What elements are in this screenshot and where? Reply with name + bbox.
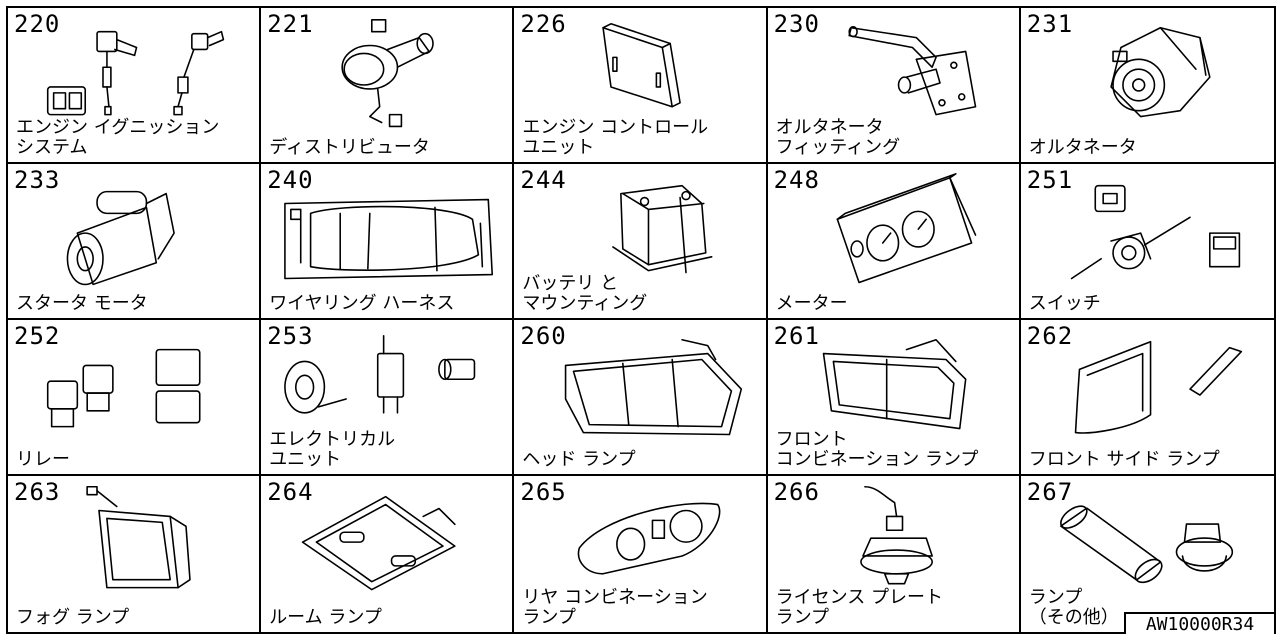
- part-label: エレクトリカルユニット: [269, 429, 396, 470]
- part-cell-267[interactable]: 267 ランプ（その他）: [1021, 476, 1274, 632]
- starter-motor-icon: [66, 190, 175, 286]
- part-cell-264[interactable]: 264 ルーム ランプ: [261, 476, 515, 632]
- parts-index-grid: 220 エンジン イグニッションシステム 221 ディストリビュータ 226 エ…: [6, 6, 1276, 634]
- part-label: オルタネータ: [1028, 137, 1137, 158]
- part-label: メーター: [775, 293, 848, 314]
- part-code: 253: [267, 322, 314, 350]
- part-cell-226[interactable]: 226 エンジン コントロールユニット: [514, 8, 768, 164]
- license-plate-lamp-icon: [859, 485, 933, 585]
- part-code: 265: [520, 478, 567, 506]
- part-cell-220[interactable]: 220 エンジン イグニッションシステム: [8, 8, 262, 164]
- part-label: エンジン コントロールユニット: [522, 117, 709, 158]
- part-cell-266[interactable]: 266 ライセンス プレートランプ: [768, 476, 1021, 632]
- alternator-fitting-icon: [847, 25, 976, 116]
- part-cell-230[interactable]: 230 オルタネータフィッティング: [767, 8, 1021, 164]
- fog-lamp-icon: [86, 485, 191, 589]
- part-code: 261: [773, 322, 820, 350]
- part-code: 266: [773, 478, 820, 506]
- part-label: エンジン イグニッションシステム: [16, 117, 220, 158]
- part-code: 251: [1026, 166, 1074, 194]
- part-cell-248[interactable]: 248 メーター: [767, 164, 1021, 320]
- part-label: ワイヤリング ハーネス: [269, 293, 455, 314]
- part-label: フロント サイド ランプ: [1028, 449, 1220, 470]
- part-code: 233: [14, 166, 61, 194]
- part-label: リレー: [16, 449, 70, 470]
- part-label: リヤ コンビネーションランプ: [522, 587, 708, 628]
- front-combination-lamp-icon: [822, 338, 967, 430]
- part-code: 220: [14, 10, 61, 38]
- part-label: スイッチ: [1028, 293, 1101, 314]
- relay-icon: [46, 348, 201, 428]
- part-cell-265[interactable]: 265 リヤ コンビネーションランプ: [514, 476, 768, 632]
- battery-icon: [612, 184, 713, 274]
- part-code: 262: [1026, 322, 1074, 350]
- alternator-icon: [1110, 26, 1211, 118]
- part-code: 248: [773, 166, 820, 194]
- part-label: バッテリ とマウンティング: [522, 273, 648, 314]
- part-code: 221: [267, 10, 314, 38]
- part-code: 240: [267, 166, 314, 194]
- part-cell-261[interactable]: 261 フロントコンビネーション ランプ: [767, 320, 1021, 476]
- room-lamp-icon: [301, 495, 456, 591]
- ignition-system-icon: [46, 30, 225, 116]
- part-code: 267: [1026, 478, 1074, 506]
- head-lamp-icon: [565, 338, 743, 436]
- meter-icon: [836, 173, 976, 284]
- part-label: ランプ（その他）: [1028, 587, 1119, 628]
- part-code: 226: [520, 10, 567, 38]
- part-cell-244[interactable]: 244 バッテリ とマウンティング: [514, 164, 768, 320]
- switch-icon: [1070, 184, 1240, 280]
- part-label: ディストリビュータ: [269, 137, 430, 158]
- part-code: 231: [1026, 10, 1074, 38]
- part-label: オルタネータフィッティング: [775, 117, 901, 158]
- part-cell-262[interactable]: 262 フロント サイド ランプ: [1020, 320, 1274, 476]
- part-code: 260: [520, 322, 567, 350]
- part-cell-253[interactable]: 253 エレクトリカルユニット: [261, 320, 515, 476]
- part-label: ライセンス プレートランプ: [775, 587, 943, 628]
- part-label: ルーム ランプ: [269, 607, 382, 628]
- part-label: フロントコンビネーション ランプ: [775, 429, 979, 470]
- reference-code: AW10000R34: [1124, 612, 1274, 635]
- part-code: 230: [773, 10, 820, 38]
- part-cell-252[interactable]: 252 リレー: [8, 320, 262, 476]
- part-label: スタータ モータ: [16, 293, 148, 314]
- distributor-icon: [341, 19, 434, 128]
- rear-combination-lamp-icon: [578, 502, 721, 575]
- part-code: 244: [520, 166, 567, 194]
- part-cell-240[interactable]: 240 ワイヤリング ハーネス: [261, 164, 515, 320]
- front-side-lamp-icon: [1074, 340, 1242, 434]
- part-cell-263[interactable]: 263 フォグ ランプ: [8, 476, 262, 632]
- lamp-other-icon: [1059, 505, 1233, 584]
- part-cell-251[interactable]: 251 スイッチ: [1020, 164, 1274, 320]
- part-label: フォグ ランプ: [16, 607, 130, 628]
- part-cell-260[interactable]: 260 ヘッド ランプ: [514, 320, 768, 476]
- part-cell-221[interactable]: 221 ディストリビュータ: [261, 8, 515, 164]
- part-code: 252: [14, 322, 61, 350]
- engine-control-unit-icon: [602, 23, 682, 108]
- part-code: 264: [267, 478, 314, 506]
- wiring-harness-icon: [284, 198, 494, 280]
- electrical-unit-icon: [284, 335, 476, 414]
- part-code: 263: [14, 478, 61, 506]
- part-cell-231[interactable]: 231 オルタネータ: [1020, 8, 1274, 164]
- part-cell-233[interactable]: 233 スタータ モータ: [8, 164, 262, 320]
- part-label: ヘッド ランプ: [522, 449, 636, 470]
